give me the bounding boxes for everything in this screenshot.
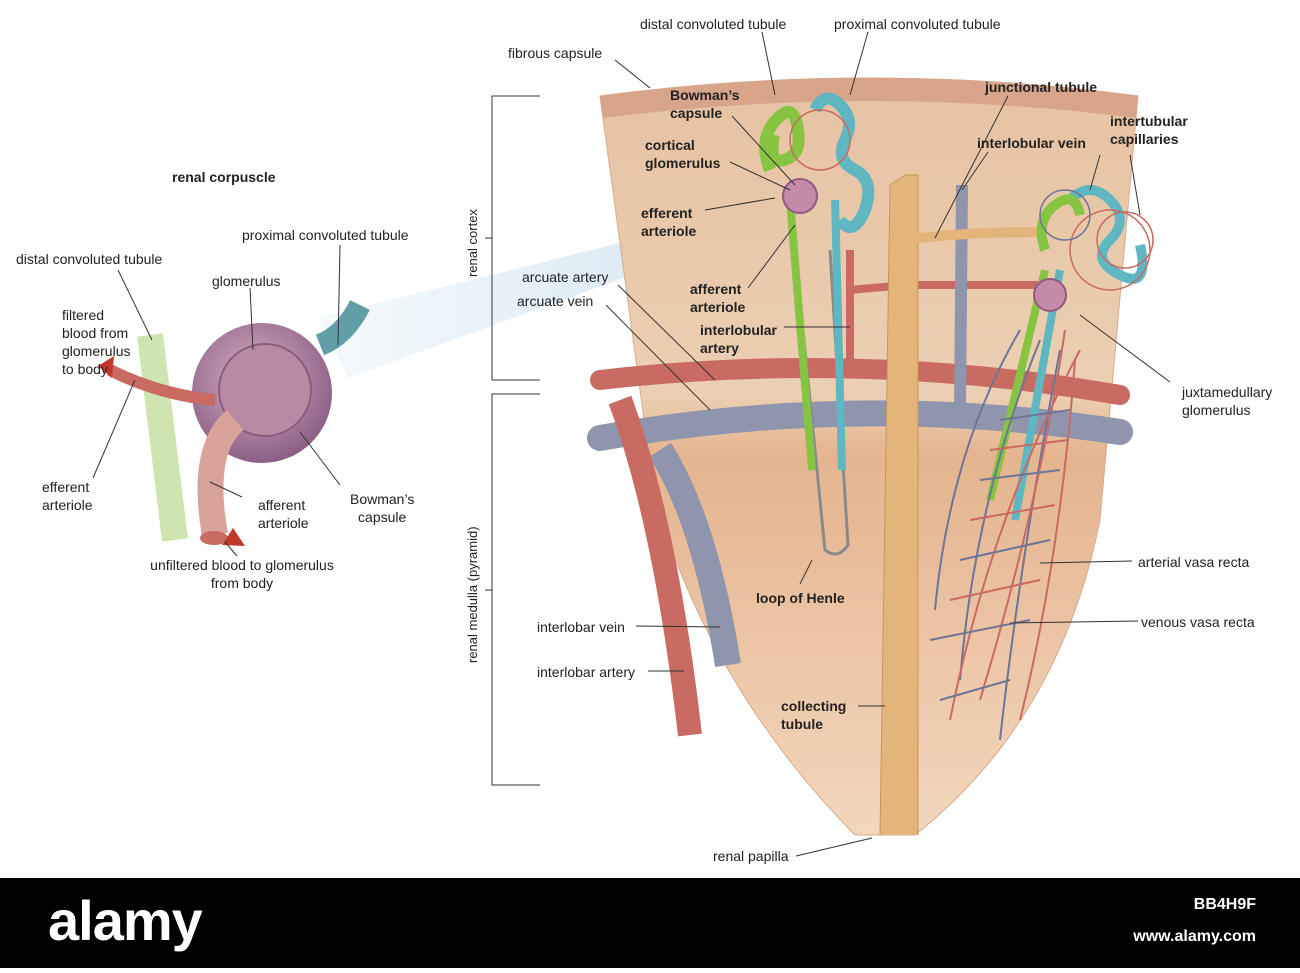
label-renal-papilla: renal papilla <box>713 848 789 864</box>
label-interlobar-artery: interlobar artery <box>537 664 636 680</box>
collecting-tubule-shape <box>879 174 919 836</box>
medulla-bracket <box>485 393 540 786</box>
corpuscle-proximal-tubule-shape <box>315 299 370 356</box>
image-id: BB4H9F <box>1193 896 1256 913</box>
loop-of-henle-shape <box>793 249 850 556</box>
label-junctional-tubule: junctional tubule <box>985 79 1097 95</box>
label-fibrous-capsule: fibrous capsule <box>508 45 603 61</box>
label-renal-cortex: renal cortex <box>465 209 480 277</box>
proximal-tubule-limb <box>831 199 846 471</box>
distal-tubule-limb <box>786 199 816 471</box>
label-glomerulus: glomerulus <box>212 273 281 289</box>
label-venous-vasa-recta: venous vasa recta <box>1141 614 1255 630</box>
corpuscle-efferent-arteriole <box>107 364 216 406</box>
label-loop-of-henle: loop of Henle <box>756 590 845 606</box>
label-arterial-vasa-recta: arterial vasa recta <box>1138 554 1250 570</box>
label-proximal-convoluted-tubule: proximal convoluted tubule <box>834 16 1001 32</box>
corpuscle-afferent-arteriole <box>197 410 245 538</box>
afferent-opening <box>200 531 228 545</box>
arcuate-artery-shape <box>590 358 1130 405</box>
corpuscle-distal-tubule-shape <box>137 333 188 542</box>
cortex-bracket <box>485 95 540 381</box>
glomerulus-tuft-shape <box>218 343 312 437</box>
renal-corpuscle-title: renal corpuscle <box>172 169 276 185</box>
interlobar-artery-shape <box>608 395 702 737</box>
label-corpuscle-distal-tubule: distal convoluted tubule <box>16 251 163 267</box>
juxtamedullary-glomerulus-shape <box>1033 278 1067 312</box>
label-distal-convoluted-tubule: distal convoluted tubule <box>640 16 787 32</box>
juxta-coils <box>1066 185 1148 284</box>
intertubular-capillary-mesh <box>789 109 1154 291</box>
alamy-logo: alamy <box>48 889 203 952</box>
afferent-flow-arrow <box>222 528 245 546</box>
interlobar-vein-shape <box>649 442 741 668</box>
junctional-tubule-shape <box>904 227 1041 245</box>
cortical-glomerulus-shape <box>782 178 818 214</box>
label-corpuscle-proximal-tubule: proximal convoluted tubule <box>242 227 409 243</box>
distal-tubule-coil <box>759 106 805 173</box>
leader-lines <box>92 31 1171 857</box>
proximal-tubule-coil <box>809 92 875 233</box>
juxta-green-coil <box>1036 194 1085 252</box>
label-renal-medulla: renal medulla (pyramid) <box>465 526 480 663</box>
label-arcuate-vein: arcuate vein <box>517 293 594 309</box>
watermark-footer: alamy BB4H9F www.alamy.com <box>0 878 1300 968</box>
vasa-recta-network <box>929 329 1081 741</box>
label-interlobar-vein: interlobar vein <box>537 619 625 635</box>
efferent-flow-arrow <box>98 356 114 378</box>
interlobular-vein-shape <box>954 184 968 411</box>
label-arcuate-artery: arcuate artery <box>522 269 609 285</box>
fibrous-capsule-band <box>600 78 1138 118</box>
label-interlobular-vein: interlobular vein <box>977 135 1086 151</box>
site-url: www.alamy.com <box>1133 928 1256 945</box>
